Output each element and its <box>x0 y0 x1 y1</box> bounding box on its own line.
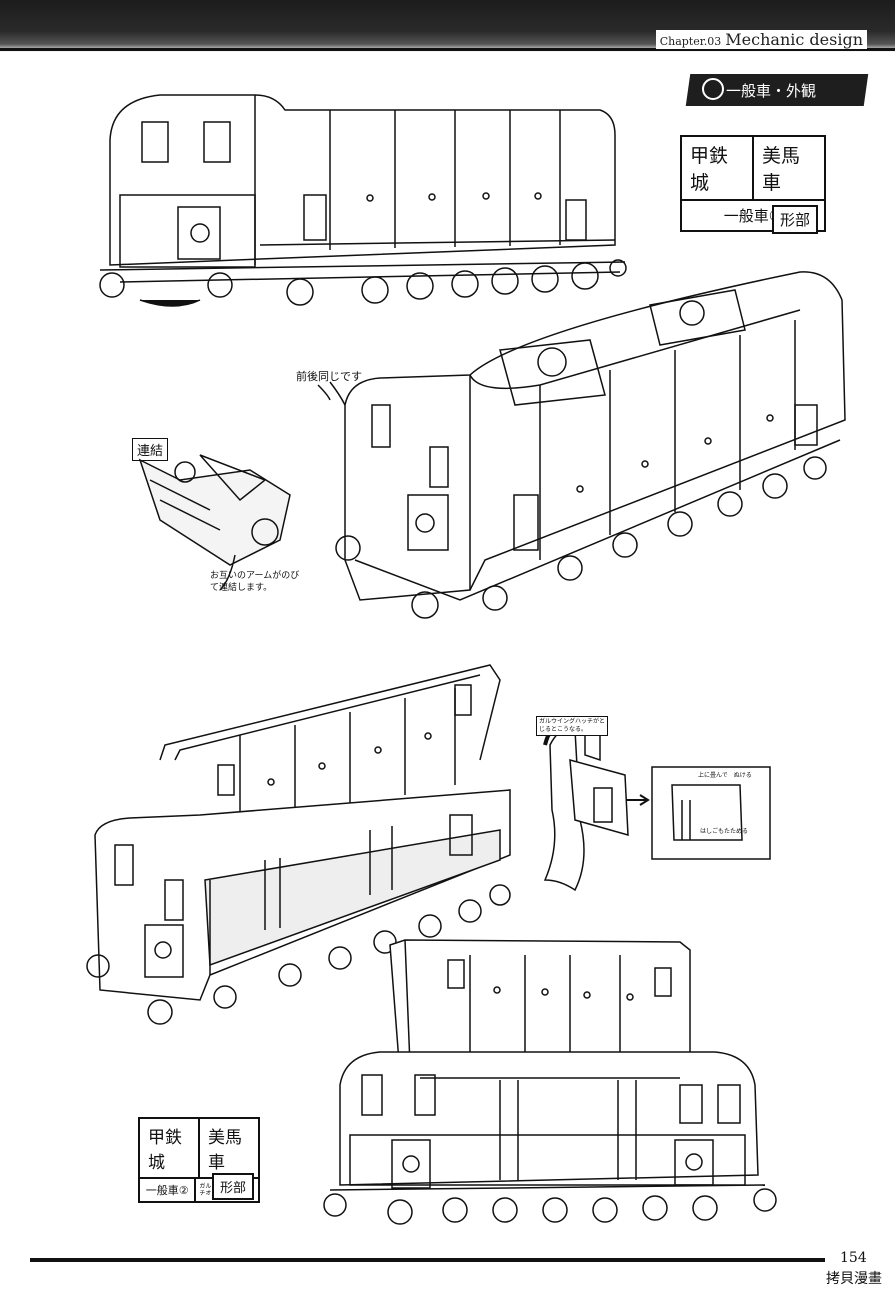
train-car-open-front-view <box>324 940 776 1224</box>
spec-card-1-left: 甲鉄城 <box>690 145 729 194</box>
note-fold-up: 上に畳んで ぬける <box>698 772 752 779</box>
note-coupling-label: 連結 <box>132 438 169 461</box>
note-fold-down: はしごもたためる <box>700 828 749 835</box>
coupling-detail <box>140 455 290 590</box>
artist-sign-1: 形部 <box>772 205 819 234</box>
spec-card-1-subtitle: 一般車① <box>723 207 783 225</box>
gullwing-hatch-detail <box>545 728 770 890</box>
note-front-rear: 前後同じです <box>296 370 362 383</box>
artist-sign-2: 形部 <box>212 1173 255 1200</box>
watermark: 拷貝漫畫 <box>826 1268 882 1288</box>
spec-card-2-left: 甲鉄城 <box>148 1128 182 1173</box>
spec-card-2-right: 美馬車 <box>198 1119 258 1177</box>
front-note-arrow <box>318 385 330 400</box>
section-tag: 一般車・外観 <box>726 82 817 100</box>
spec-card-2-subtitle: 一般車② <box>145 1184 189 1197</box>
footer-rule <box>30 1258 825 1262</box>
spec-card-1-right: 美馬車 <box>752 137 824 199</box>
header-rule <box>0 48 895 51</box>
note-gullwing: ガルウイングハッチがとじるとこうなる。 <box>536 716 608 736</box>
chapter-number: Chapter.03 <box>659 35 722 48</box>
note-coupling-desc: お互いのアームがのびて連結します。 <box>210 571 300 594</box>
train-car-gullwing-open-view <box>87 665 510 1024</box>
chapter-title: Mechanic design <box>725 30 863 49</box>
page-number: 154 <box>840 1250 867 1266</box>
koutetsujou-logo-icon <box>702 78 724 100</box>
train-car-front-side-view <box>100 95 626 306</box>
train-car-perspective-view <box>330 272 845 618</box>
